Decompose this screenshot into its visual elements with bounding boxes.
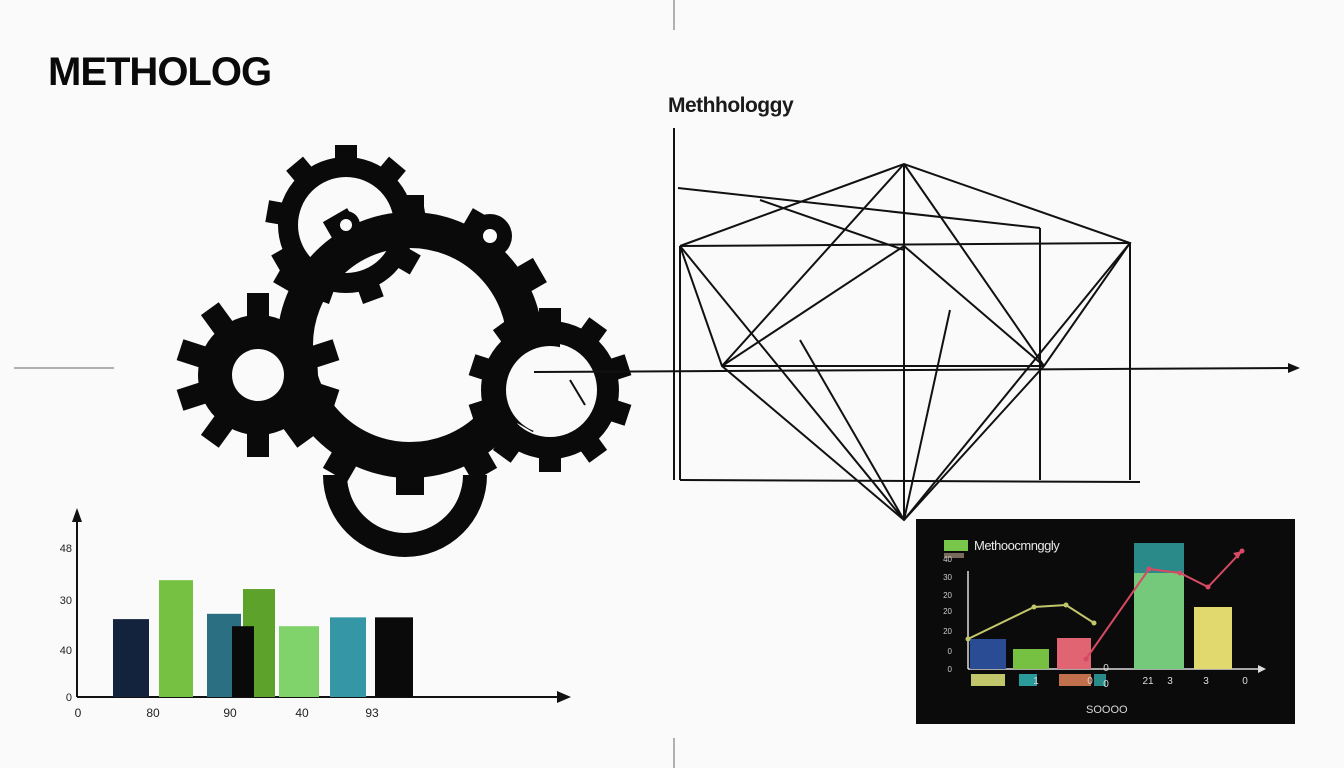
y-tick-label: 0 — [948, 647, 953, 656]
arrow-icon — [533, 363, 1300, 406]
bar — [970, 639, 1006, 669]
line-point — [1205, 584, 1211, 590]
line-point — [1146, 566, 1152, 572]
y-tick-label: 30 — [943, 573, 952, 582]
y-tick-label: 20 — [943, 607, 952, 616]
x-tick-label: 93 — [365, 706, 379, 720]
x-tick-label: 40 — [295, 706, 309, 720]
x-tick-label: 90 — [223, 706, 237, 720]
x-axis-arrow — [557, 691, 571, 703]
x-tick-label: 0 — [75, 706, 82, 720]
overlay-bar — [232, 626, 254, 697]
y-tick-label: 48 — [60, 543, 72, 555]
bar — [1013, 649, 1049, 669]
x-tick-label: 0 — [1087, 676, 1093, 687]
y-tick-label: 30 — [60, 595, 72, 607]
x-tick-label: 3 — [1167, 676, 1173, 687]
y-tick-label: 0 — [66, 692, 72, 704]
x-tick-label: 1 — [1033, 676, 1039, 687]
diagram-label: Methhologgy — [668, 94, 794, 117]
y-tick-label: 40 — [943, 555, 952, 564]
bar — [330, 617, 366, 697]
bar — [279, 626, 319, 697]
x-axis-label: SOOOO — [1086, 704, 1128, 716]
polyhedron-diagram — [673, 128, 1141, 522]
x-tick-label: 3 — [1203, 676, 1209, 687]
bar — [1194, 607, 1232, 669]
x-marker — [1019, 674, 1037, 686]
x-tick-label: 0 — [1242, 676, 1248, 687]
x-tick-label: 80 — [146, 706, 160, 720]
bar — [1057, 638, 1091, 669]
line-series — [967, 603, 1095, 640]
y-tick-label: 20 — [943, 591, 952, 600]
line-point — [1091, 620, 1097, 626]
bar — [113, 619, 149, 697]
legend-swatch-secondary — [944, 553, 964, 558]
bar — [159, 580, 193, 697]
y-tick-label: 20 — [943, 627, 952, 636]
x-marker — [1059, 674, 1091, 686]
x-marker — [971, 674, 1005, 686]
x-tick-label: 0 — [1103, 679, 1109, 690]
legend-swatch — [944, 540, 968, 551]
x-tick-label: 21 — [1142, 676, 1154, 687]
page-title: METHOLOG — [48, 50, 272, 94]
x-tick-label: 0 — [1103, 663, 1109, 674]
gears-icon — [176, 145, 632, 557]
x-marker — [1094, 674, 1106, 686]
line-arrow — [1233, 551, 1242, 559]
line-point — [1063, 602, 1069, 608]
line-point — [1177, 570, 1183, 576]
left-bar-chart: 0 40 30 48 0 80 90 40 93 — [60, 508, 571, 720]
x-axis-arrow — [1258, 665, 1266, 673]
line-point — [1031, 604, 1037, 610]
legend-label: Methoocmnggly — [974, 538, 1060, 553]
y-tick-label: 40 — [60, 645, 72, 657]
line-point — [1083, 656, 1089, 662]
y-tick-label: 0 — [948, 665, 953, 674]
bar-cap — [1134, 543, 1184, 573]
y-axis-arrow — [72, 508, 82, 522]
bar — [375, 617, 413, 697]
line-point — [965, 636, 971, 642]
